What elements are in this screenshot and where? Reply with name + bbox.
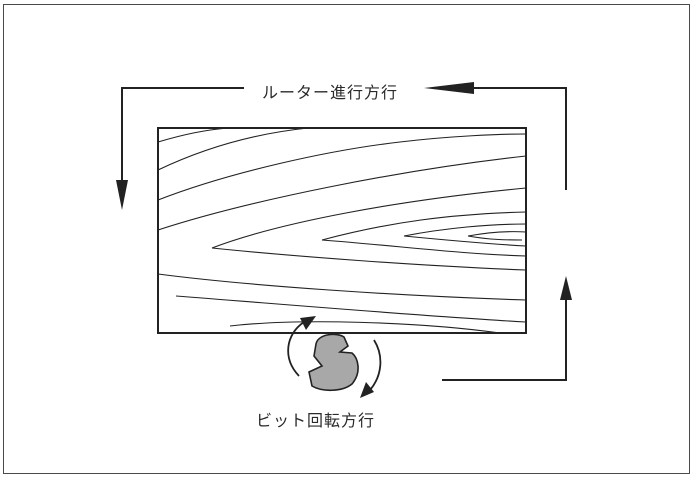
router-path-bottom-right [442,298,567,381]
rotation-arrowhead-bottom-icon [360,382,374,398]
arrowhead-left-icon [424,82,474,94]
bit-body-icon [308,333,359,392]
router-direction-label: ルーター進行方行 [262,83,399,102]
router-arrowheads [116,82,572,300]
rotation-arrow-right [369,339,382,391]
router-path-top-left [121,87,244,186]
bit-rotation-label: ビット回転方行 [256,411,376,430]
router-path-top-right [474,87,567,190]
rotation-arrow-left [287,321,305,377]
arrowhead-down-icon [116,180,128,210]
wood-board [157,127,527,334]
arrowhead-up-icon [560,276,572,300]
rotation-arrowhead-top-icon [300,316,316,330]
router-bit [287,316,382,398]
board-outline [157,127,527,334]
wood-grain [157,127,527,334]
router-path [121,87,567,381]
